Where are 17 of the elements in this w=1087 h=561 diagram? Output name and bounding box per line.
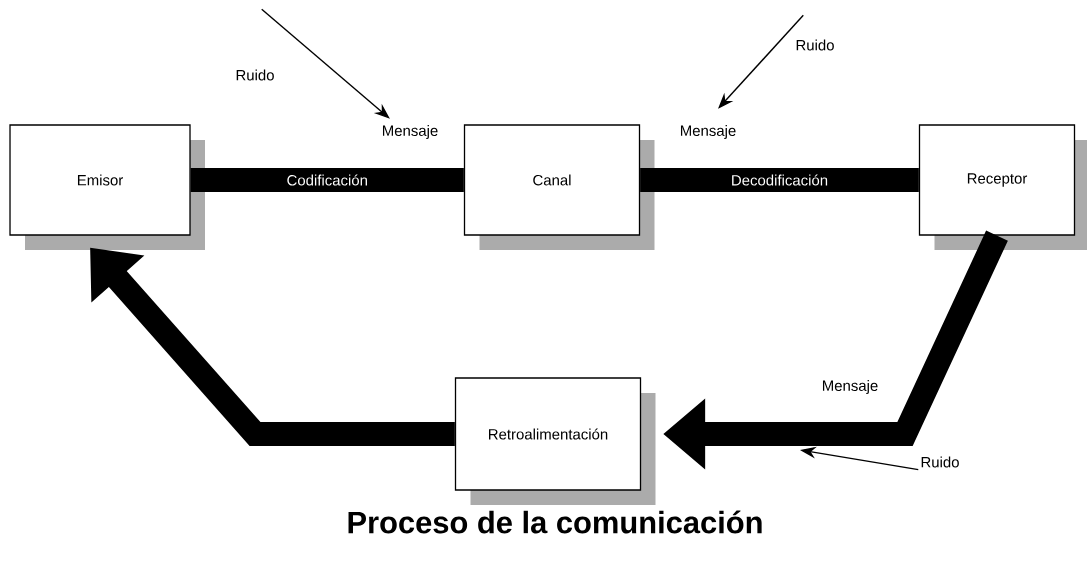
title: Proceso de la comunicación: [348, 510, 762, 534]
connector-bar: [640, 168, 919, 192]
arrow: [718, 14, 804, 109]
process-box: Canal: [463, 124, 655, 250]
text-label: Ruido: [796, 39, 834, 51]
connector-bar: [190, 168, 464, 192]
arrow: [261, 8, 390, 119]
text-label: Mensaje: [681, 125, 736, 139]
edge-label: Decodificación: [732, 174, 828, 186]
process-box: Emisor: [9, 124, 205, 250]
text-label: Mensaje: [823, 380, 878, 394]
process-box: Receptor: [918, 124, 1087, 250]
text-label: Mensaje: [383, 125, 438, 139]
text-label: Ruido: [236, 69, 274, 81]
text-label: Ruido: [921, 456, 959, 468]
process-box: Retroalimentación: [454, 377, 656, 505]
edge-label: Codificación: [287, 174, 367, 186]
